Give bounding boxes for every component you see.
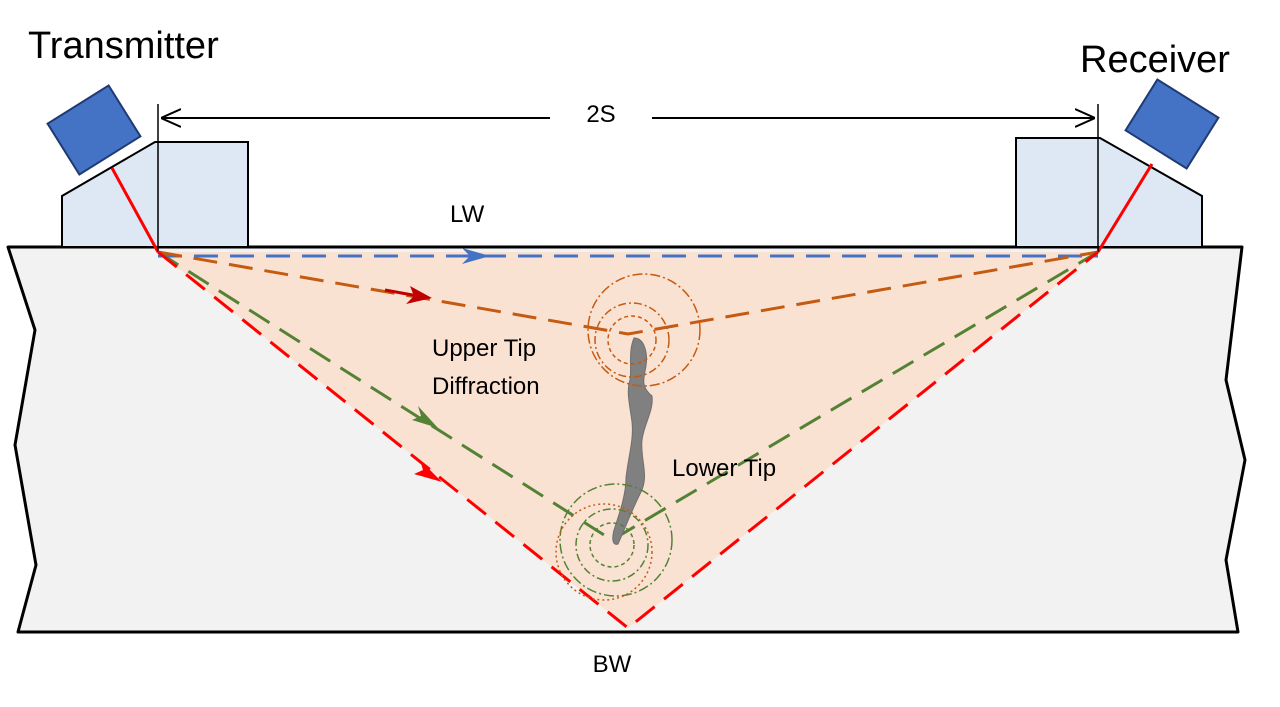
- separation-label: 2S: [586, 101, 615, 128]
- receiver-assembly: [1015, 78, 1220, 253]
- upper-tip-diffraction-rings: [587, 273, 701, 387]
- transmitter-assembly: [46, 84, 249, 253]
- upper-tip-label-line1: Upper Tip: [432, 335, 536, 362]
- receiver-label: Receiver: [1080, 39, 1230, 81]
- lower-tip-outer-ring: [555, 503, 653, 601]
- transmitter-label: Transmitter: [28, 25, 219, 67]
- transmitter-wedge: [61, 141, 249, 248]
- transmitter-beam: [110, 167, 160, 253]
- upper-tip-arrow: [406, 286, 432, 304]
- transmitter-probe: [46, 84, 142, 176]
- upper-tip-path: [157, 250, 1099, 336]
- receiver-probe: [1124, 78, 1220, 170]
- lateral-wave-label: LW: [450, 201, 485, 228]
- lower-tip-path: [157, 250, 1099, 542]
- receiver-beam: [1096, 163, 1154, 253]
- lower-tip-diffraction-rings: [559, 483, 673, 597]
- insonified-zone: [158, 252, 1098, 628]
- back-wall-label: BW: [593, 651, 632, 678]
- crack: [612, 337, 653, 545]
- back-wall-path: [157, 250, 1099, 630]
- lower-tip-label: Lower Tip: [672, 455, 776, 482]
- upper-tip-label-line2: Diffraction: [432, 373, 540, 400]
- back-wall-arrow: [414, 460, 442, 482]
- lateral-wave-arrow: [462, 248, 490, 264]
- lower-tip-arrow: [412, 406, 438, 428]
- upper-tip-arrow-shaft: [384, 288, 419, 298]
